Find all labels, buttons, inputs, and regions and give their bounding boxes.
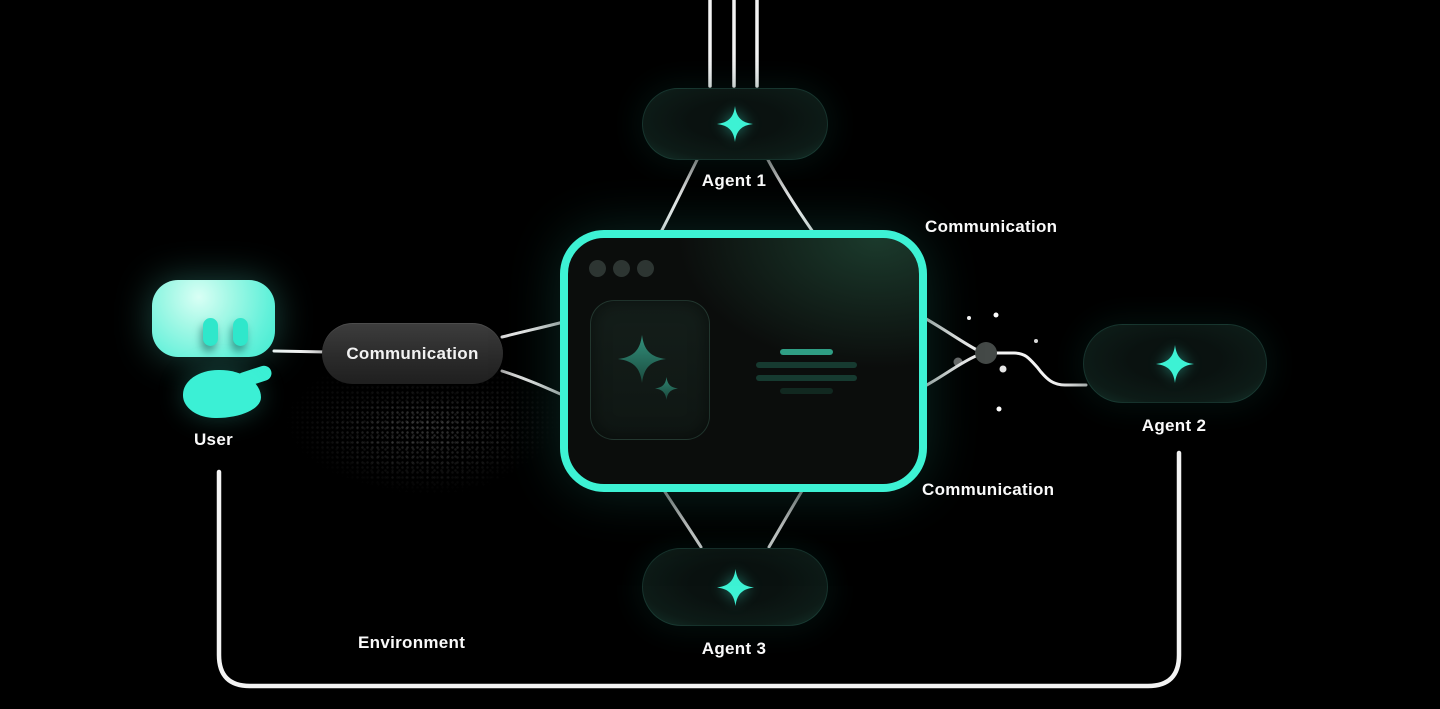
connector-agent1-window-right <box>765 156 815 234</box>
communication-pill-label: Communication <box>346 343 479 363</box>
sparkle-icon <box>618 335 666 383</box>
message-line <box>780 388 833 394</box>
connector-agent1-window-left <box>659 156 700 234</box>
sparkle-icon <box>655 377 678 400</box>
junction-dot <box>975 342 997 364</box>
user-face-icon <box>152 280 275 357</box>
user-label: User <box>193 430 233 449</box>
agent-3-node <box>642 548 828 626</box>
user-eye-icon <box>203 318 218 346</box>
connector-user-communication <box>272 349 329 354</box>
sparkle-icon <box>717 106 753 142</box>
agent-2-label: Agent 2 <box>1141 416 1207 435</box>
user-eye-icon <box>233 318 248 346</box>
window-dot-icon <box>637 260 654 277</box>
particle-dots <box>953 312 1038 412</box>
agent-2-node <box>1083 324 1267 403</box>
assistant-card <box>590 300 710 440</box>
communication-annotation-top: Communication <box>925 217 1058 236</box>
sparkle-icon <box>1156 344 1194 383</box>
window-control-dots <box>589 260 654 277</box>
agent-1-node <box>642 88 828 160</box>
connector-junction-agent2 <box>994 351 1088 387</box>
agent-1-label: Agent 1 <box>701 171 767 190</box>
communication-pill: Communication <box>322 323 503 384</box>
window-dot-icon <box>589 260 606 277</box>
environment-label: Environment <box>358 633 466 652</box>
ai-window <box>560 230 927 492</box>
sparkle-icon <box>716 568 754 606</box>
message-line <box>756 362 857 368</box>
communication-annotation-bottom: Communication <box>922 480 1055 499</box>
message-line <box>756 375 857 381</box>
user-body-icon <box>183 370 261 418</box>
message-line <box>780 349 833 355</box>
agent-3-label: Agent 3 <box>701 639 767 658</box>
window-dot-icon <box>613 260 630 277</box>
